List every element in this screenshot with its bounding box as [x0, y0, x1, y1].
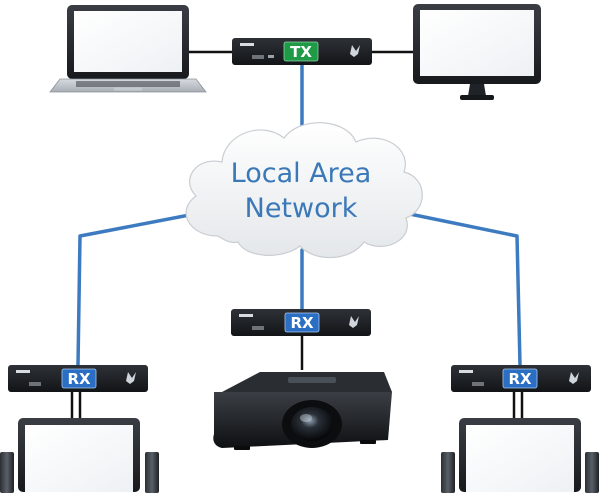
- cloud-label-line2: Network: [245, 193, 358, 224]
- rx-center-port-led: [239, 314, 253, 317]
- link-cloud-to-rx-left: [76, 210, 207, 367]
- display-left-screen: [25, 425, 133, 492]
- projector-foot-left: [234, 446, 250, 450]
- rx-center-brand-logo-icon: [349, 316, 359, 328]
- rx-left-badge: [61, 368, 97, 389]
- tx-port-usb: [252, 55, 264, 59]
- laptop: [49, 5, 207, 93]
- network-links: [76, 62, 522, 367]
- display-right: [459, 418, 581, 492]
- rx-unit-center: RX: [231, 309, 371, 336]
- display-right-screen: [466, 425, 574, 492]
- tx-badge: [283, 41, 319, 62]
- cloud-label-line1: Local Area: [231, 158, 372, 189]
- desktop-monitor: [413, 4, 541, 100]
- lan-cloud: Local Area Network: [185, 122, 423, 259]
- link-cloud-to-rx-right: [398, 210, 522, 367]
- speaker-left-a: [0, 452, 14, 493]
- projector-lens-icon: [291, 407, 333, 441]
- display-left: [18, 418, 140, 492]
- laptop-screen: [74, 11, 182, 72]
- rx-left-brand-logo-icon: [126, 372, 136, 384]
- rx-left-port-led: [16, 370, 30, 373]
- speaker-right-b: [585, 452, 599, 493]
- rx-right-port-usb: [472, 382, 484, 386]
- rx-right-port-led: [459, 370, 473, 373]
- rx-unit-left: RX: [8, 365, 148, 392]
- laptop-keys: [76, 81, 180, 87]
- projector-lens-highlight: [300, 414, 312, 422]
- projector-foot-right: [360, 440, 376, 444]
- tx-brand-logo-icon: [350, 45, 360, 57]
- projector-top-vent: [288, 377, 336, 383]
- rx-right-badge: [502, 368, 538, 389]
- rx-left-badge-label: RX: [67, 370, 91, 388]
- monitor-stand-neck: [468, 84, 486, 96]
- rx-unit-right: RX: [451, 365, 591, 392]
- tx-port-small: [268, 55, 274, 58]
- tx-unit: TX: [232, 38, 372, 65]
- rx-center-badge-label: RX: [290, 314, 314, 332]
- rx-right-brand-logo-icon: [569, 372, 579, 384]
- rx-left-port-usb: [29, 382, 41, 386]
- monitor-stand-base: [460, 95, 494, 100]
- rx-center-badge: [284, 312, 320, 333]
- tx-port-led: [240, 43, 254, 46]
- projector: [213, 372, 392, 450]
- speaker-right-a: [441, 452, 455, 493]
- speaker-left-b: [145, 452, 159, 493]
- tx-badge-label: TX: [290, 43, 312, 61]
- monitor-screen: [420, 10, 534, 76]
- rx-right-badge-label: RX: [508, 370, 532, 388]
- rx-center-port-usb: [252, 326, 264, 330]
- cloud-shape: [185, 122, 423, 259]
- laptop-touchpad: [114, 87, 142, 91]
- device-cables: [70, 50, 524, 418]
